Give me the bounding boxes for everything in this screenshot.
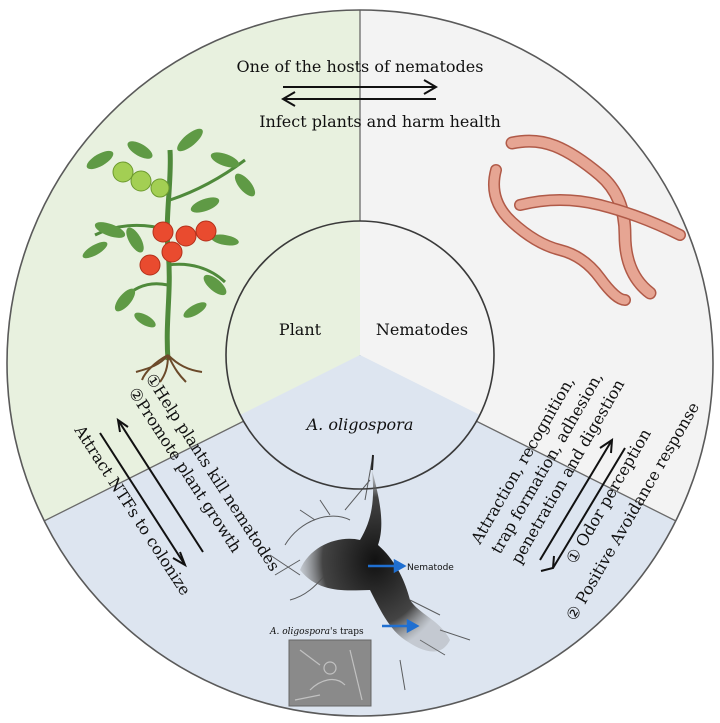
top-text-hosts: One of the hosts of nematodes	[237, 57, 484, 76]
tomato-plant-illustration	[82, 128, 256, 383]
fungus-micrograph-illustration: Nematode A. oligospora's traps	[269, 454, 471, 707]
top-text-infect: Infect plants and harm health	[259, 112, 501, 131]
center-label-plant: Plant	[279, 320, 322, 339]
blue-arrows	[368, 558, 420, 634]
nematode-worms-illustration	[488, 134, 686, 306]
green-tomatoes	[112, 161, 170, 198]
plant-roots	[135, 354, 203, 383]
micro-label-traps-suffix: 's traps	[330, 627, 364, 637]
top-double-arrow	[281, 79, 438, 107]
right-double-arrow	[539, 438, 626, 572]
fungus-mass	[300, 470, 450, 652]
center-label-fungus: A. oligospora	[305, 415, 414, 434]
outer-ring	[6, 9, 714, 717]
micro-label-traps-species: A. oligospora	[269, 627, 330, 637]
micro-label-traps: A. oligospora's traps	[269, 627, 364, 637]
micrograph-inset	[288, 639, 372, 707]
inner-circle	[225, 220, 495, 490]
micro-label-nematode: Nematode	[407, 563, 454, 573]
red-tomatoes	[139, 220, 217, 276]
left-double-arrow	[99, 417, 204, 568]
center-label-nematodes: Nematodes	[376, 320, 468, 339]
